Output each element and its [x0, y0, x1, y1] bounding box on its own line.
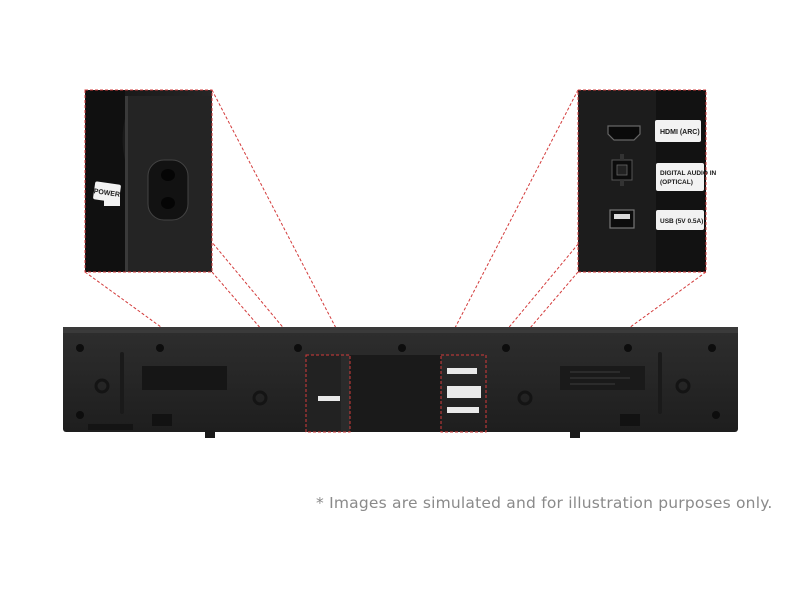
hdmi-label: HDMI (ARC): [660, 129, 700, 136]
vent-left: [142, 366, 227, 390]
ports-zoom-panel: HDMI (ARC) DIGITAL AUDIO IN (OPTICAL) US…: [577, 89, 717, 273]
power-socket-icon: [147, 159, 189, 221]
optical-label-line1: DIGITAL AUDIO IN: [660, 170, 717, 177]
center-recess: [350, 355, 441, 432]
usb-label-bg: [656, 210, 704, 230]
power-zoom-panel: POWER: [84, 89, 213, 273]
screws: [76, 344, 720, 419]
usb-port-icon: [609, 209, 635, 229]
hdmi-label-bg: [655, 120, 701, 142]
optical-label-bg: [656, 163, 704, 191]
power-label: POWER: [93, 188, 120, 199]
power-highlight-box: [305, 354, 351, 433]
ports-highlight-box: [440, 354, 487, 433]
disclaimer-text: * Images are simulated and for illustrat…: [316, 494, 773, 512]
optical-port-icon: [611, 154, 633, 186]
usb-label: USB (5V 0.5A): [660, 218, 703, 225]
foot-left: [205, 430, 215, 438]
soundbar-rear: [63, 327, 738, 438]
mount-holes: [94, 378, 691, 406]
hdmi-port-icon: [607, 125, 641, 141]
foot-right: [570, 430, 580, 438]
optical-label-line2: (OPTICAL): [660, 179, 693, 186]
